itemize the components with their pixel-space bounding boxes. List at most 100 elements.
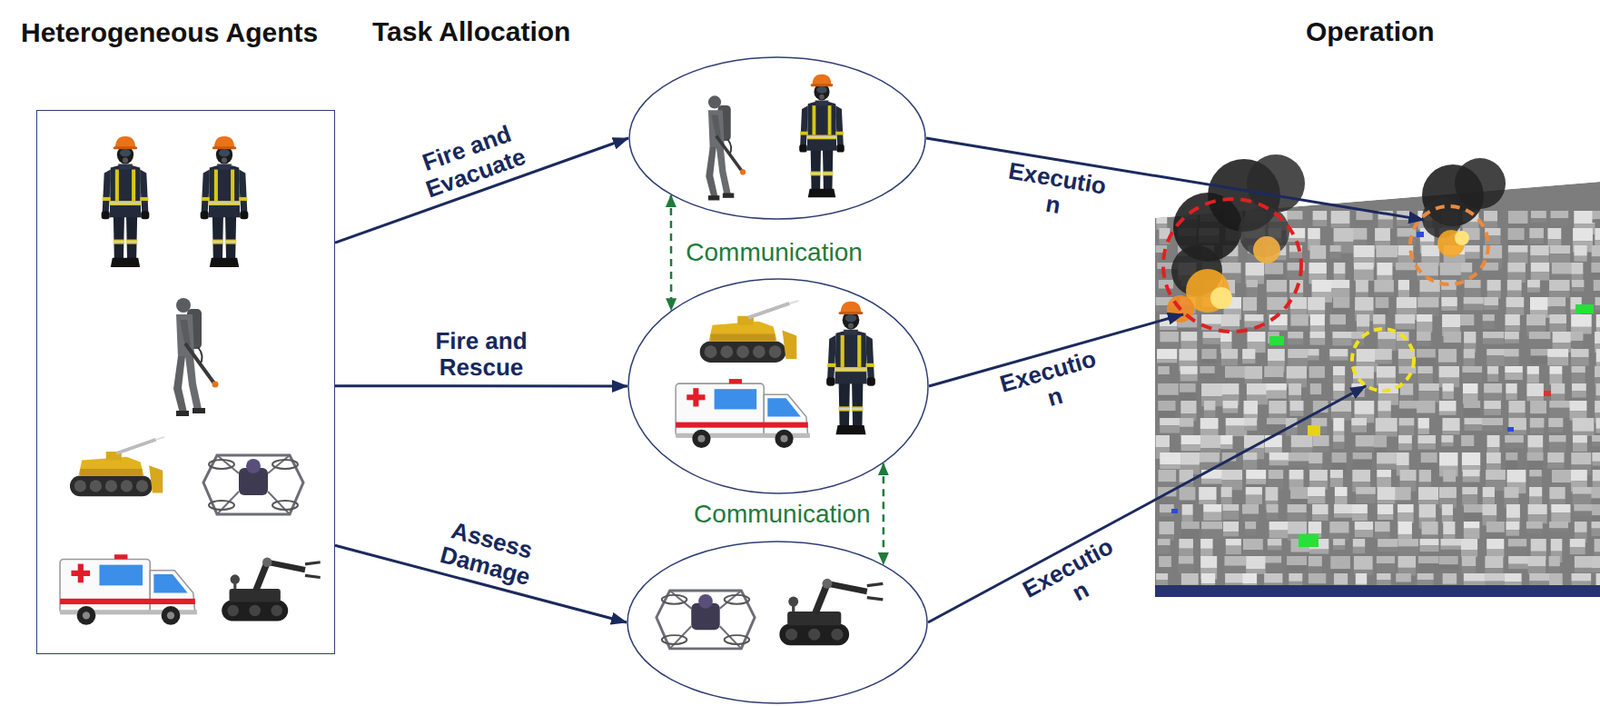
building-roof (1439, 452, 1458, 466)
building-roof (1594, 538, 1600, 553)
building-wall (1201, 478, 1224, 484)
building-wall (1378, 219, 1393, 229)
building-wall (1549, 407, 1571, 418)
building-roof (1486, 521, 1505, 533)
ellipse-border (629, 57, 926, 219)
building-roof (1505, 521, 1520, 530)
building-roof (1287, 331, 1304, 339)
building-wall (1246, 286, 1258, 297)
building-wall (1222, 510, 1239, 519)
building-roof (1549, 314, 1567, 324)
building-wall (1418, 562, 1439, 573)
building-roof (1464, 417, 1484, 425)
building-roof (1201, 348, 1216, 359)
building-roof (1549, 434, 1567, 443)
connectors (335, 138, 1424, 623)
building-wall (1526, 395, 1543, 401)
building-roof (1354, 521, 1373, 530)
building-wall (1483, 221, 1498, 228)
building-wall (1269, 530, 1290, 539)
building-roof (1590, 262, 1600, 273)
building-wall (1330, 251, 1342, 259)
building-roof (1309, 469, 1328, 481)
building-wall (1574, 567, 1595, 573)
building-roof (1418, 417, 1430, 429)
building-wall (1181, 528, 1200, 539)
building-roof (1508, 210, 1529, 224)
building-roof (1313, 434, 1330, 446)
building-roof (1464, 279, 1482, 288)
building-roof (1419, 279, 1440, 293)
building-wall (1310, 394, 1322, 399)
building-roof (1330, 314, 1346, 325)
building-roof (1398, 434, 1413, 444)
building-roof (1377, 538, 1398, 547)
building-roof (1201, 314, 1224, 325)
building-wall (1504, 339, 1520, 344)
building-roof (1529, 227, 1544, 238)
building-roof (1570, 400, 1588, 411)
building-roof (1483, 296, 1499, 306)
building-wall (1463, 512, 1484, 521)
building-wall (1355, 446, 1374, 451)
building-roof (1416, 331, 1432, 341)
building-roof (1332, 331, 1353, 338)
ellipse-border (628, 278, 929, 494)
building-roof (1506, 296, 1525, 307)
building-wall (1331, 287, 1350, 297)
building-roof (1549, 400, 1571, 408)
building-wall (1508, 252, 1529, 264)
building-roof (1530, 348, 1550, 356)
building-roof (1528, 555, 1547, 566)
building-roof (1572, 434, 1588, 444)
building-wall (1464, 287, 1482, 297)
building-roof (1333, 538, 1345, 545)
building-roof (1571, 572, 1592, 582)
building-wall (1530, 217, 1547, 223)
building-roof (1395, 262, 1416, 271)
building-wall (1399, 425, 1415, 436)
building-wall (1267, 545, 1283, 551)
building-roof (1375, 417, 1398, 432)
building-roof (1461, 452, 1481, 465)
building-roof (1550, 538, 1563, 552)
building-roof (1243, 452, 1257, 460)
building-wall (1204, 410, 1216, 418)
flow-arrow (926, 138, 1424, 220)
building-roof (1463, 348, 1475, 359)
smoke-and-fire (1166, 154, 1506, 323)
building-roof (1596, 348, 1600, 363)
building-wall (1508, 546, 1527, 557)
building-roof (1549, 486, 1565, 499)
building-roof (1571, 279, 1585, 287)
map-marker (1575, 304, 1594, 314)
building-wall (1245, 494, 1263, 504)
building-roof (1482, 331, 1504, 338)
building-wall (1527, 287, 1541, 293)
building-wall (1461, 372, 1482, 383)
building-roof (1461, 555, 1476, 566)
building-roof (1442, 521, 1455, 534)
building-roof (1353, 555, 1373, 570)
building-roof (1310, 383, 1322, 395)
ambulance-icon (59, 553, 198, 625)
building-roof (1441, 417, 1460, 431)
edge-label: Assess Damage (424, 512, 554, 593)
building-roof (1242, 572, 1257, 583)
building-roof (1266, 503, 1279, 513)
building-wall (1550, 512, 1571, 523)
building-roof (1550, 210, 1570, 218)
building-roof (1547, 452, 1564, 463)
label-anchor: Fire and Evacuate (406, 115, 536, 205)
building-roof (1570, 469, 1588, 481)
building-wall (1547, 462, 1564, 469)
building-roof (1307, 296, 1325, 311)
building-wall (1486, 355, 1507, 366)
building-roof (1267, 538, 1283, 546)
building-roof (1310, 331, 1326, 338)
building-wall (1313, 445, 1330, 452)
building-roof (1307, 486, 1325, 496)
building-wall (1329, 356, 1348, 361)
building-roof (1398, 538, 1419, 547)
